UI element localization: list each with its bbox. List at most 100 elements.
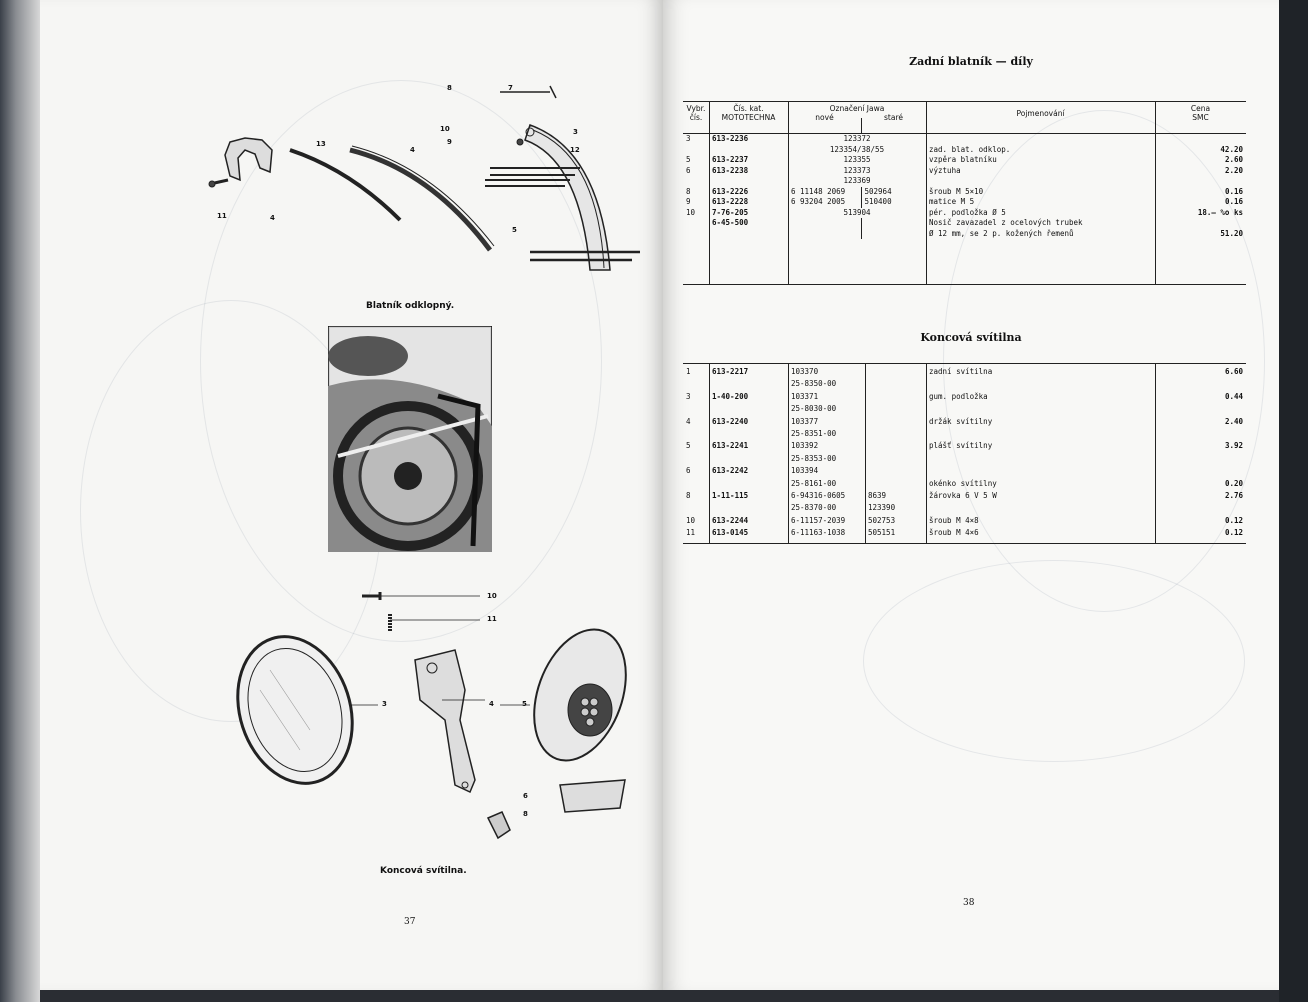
cell-jawa-new: 123373: [843, 165, 871, 175]
cell-jawa-new: 123369: [843, 176, 871, 185]
cell-catalog: [709, 454, 788, 466]
cell-jawa-old: [865, 392, 926, 404]
cell-jawa-new: 123354/38/55: [829, 144, 885, 154]
cell-catalog: 1-11-115: [712, 490, 749, 500]
cell-number: 11: [686, 528, 696, 538]
cell-jawa-new: 25-8350-00: [791, 379, 837, 389]
callout-taillight-8: 8: [523, 810, 528, 818]
cell-jawa-new: 123372: [843, 134, 871, 143]
cell-number: 8: [686, 490, 691, 500]
column-divider: [788, 363, 789, 543]
cell-jawa-new: 25-8351-00: [791, 428, 837, 438]
page-number-left: 37: [404, 917, 416, 927]
cell-number: [683, 229, 709, 240]
table-row: 25-8370-00 123390: [683, 503, 1246, 515]
cell-price: 51.20: [1220, 228, 1243, 238]
callout-taillight-3: 3: [382, 700, 387, 708]
callout-fender-8: 8: [447, 84, 452, 92]
header-nove: nové: [815, 113, 834, 122]
header-jawa: Označení Jawa: [829, 104, 885, 113]
cell-catalog: 613-2244: [712, 515, 749, 525]
cell-number: [683, 379, 709, 391]
cell-name: [926, 134, 1155, 145]
column-divider: [926, 101, 927, 284]
column-divider: [1155, 101, 1156, 284]
cell-name: [926, 379, 1155, 391]
cell-jawa-new: 103370: [791, 367, 819, 376]
table-row: Ø 12 mm, se 2 p. kožených řemenů 51.20: [683, 228, 1246, 240]
cell-price: 42.20: [1220, 144, 1243, 154]
cell-jawa-old: 502753: [868, 515, 896, 525]
cell-price: [1155, 379, 1246, 391]
cell-price: [1155, 134, 1246, 145]
cell-jawa-new: 6 93204 2005: [791, 197, 846, 206]
cell-catalog: 613-2241: [712, 441, 749, 451]
left-page: 8 7 10 9 3 12 13 4 11 4 5 Blatník odklop…: [40, 0, 663, 990]
cell-jawa-old: [865, 417, 926, 429]
cell-number: [683, 454, 709, 466]
callout-fender-9: 9: [447, 138, 452, 146]
table-header-row: čís. MOTOTECHNA nové staré SMC: [683, 113, 1246, 122]
cell-jawa-new: 513904: [843, 207, 871, 217]
cell-catalog: [709, 176, 788, 187]
callout-fender-12: 12: [570, 146, 580, 154]
cell-price: [1155, 176, 1246, 187]
cell-catalog: [709, 429, 788, 441]
cell-jawa-old: [865, 404, 926, 416]
cell-name: žárovka 6 V 5 W: [929, 490, 997, 500]
column-divider: [861, 118, 862, 133]
cell-jawa-old: 8639: [868, 490, 887, 500]
fender-parts-table: Vybr. Čís. kat. Označení Jawa Pojmenován…: [683, 104, 1246, 239]
cell-number: [683, 479, 709, 491]
cell-jawa-old: [865, 454, 926, 466]
callout-taillight-11: 11: [487, 615, 497, 623]
cell-number: [683, 404, 709, 416]
cell-jawa-new: 25-8370-00: [791, 503, 837, 513]
cell-price: 0.16: [1224, 186, 1243, 196]
cell-number: 9: [686, 197, 691, 206]
cell-catalog: 613-2238: [712, 165, 749, 175]
cell-name: držák svítilny: [929, 416, 993, 426]
header-cena: Cena: [1190, 104, 1211, 113]
cell-price: 3.92: [1224, 441, 1243, 451]
cell-price: [1155, 466, 1246, 478]
cell-name: gum. podložka: [929, 391, 988, 401]
cell-jawa-old: 502964: [860, 186, 926, 197]
header-cat: Čís. kat.: [733, 104, 764, 113]
cell-number: [683, 503, 709, 515]
callout-fender-4: 4: [410, 146, 415, 154]
section-title-fender-parts: Zadní blatník — díly: [909, 55, 1033, 68]
cell-catalog: [709, 479, 788, 491]
cell-catalog: [709, 404, 788, 416]
column-divider: [926, 363, 927, 543]
cell-price: 0.12: [1224, 528, 1243, 538]
cell-name: okénko svítilny: [929, 478, 997, 488]
cell-jawa-new: [788, 218, 861, 229]
cell-price: [1155, 429, 1246, 441]
table-bottom-rule: [683, 543, 1246, 544]
callout-taillight-10: 10: [487, 592, 497, 600]
cell-jawa-old: 123390: [868, 503, 896, 513]
callout-fender-11: 11: [217, 212, 227, 220]
cell-jawa-new: 103394: [791, 466, 819, 476]
cell-name: zadní svítilna: [929, 367, 993, 376]
cell-jawa-new: [788, 229, 861, 240]
cell-number: [683, 145, 709, 156]
cell-catalog: [709, 229, 788, 240]
cell-name: [926, 503, 1155, 515]
cell-jawa-old: [860, 228, 926, 239]
cell-catalog: 613-2236: [712, 134, 749, 143]
cell-name: Ø 12 mm, se 2 p. kožených řemenů: [929, 228, 1074, 238]
caption-taillight: Koncová svítilna.: [380, 866, 467, 876]
cell-name: šroub M 4×6: [929, 528, 979, 538]
right-page: Zadní blatník — díly Vybr. Čís. kat. Ozn…: [663, 0, 1279, 990]
header-smc: SMC: [1192, 113, 1209, 122]
cell-jawa-new: 6-11157-2039: [791, 515, 846, 525]
